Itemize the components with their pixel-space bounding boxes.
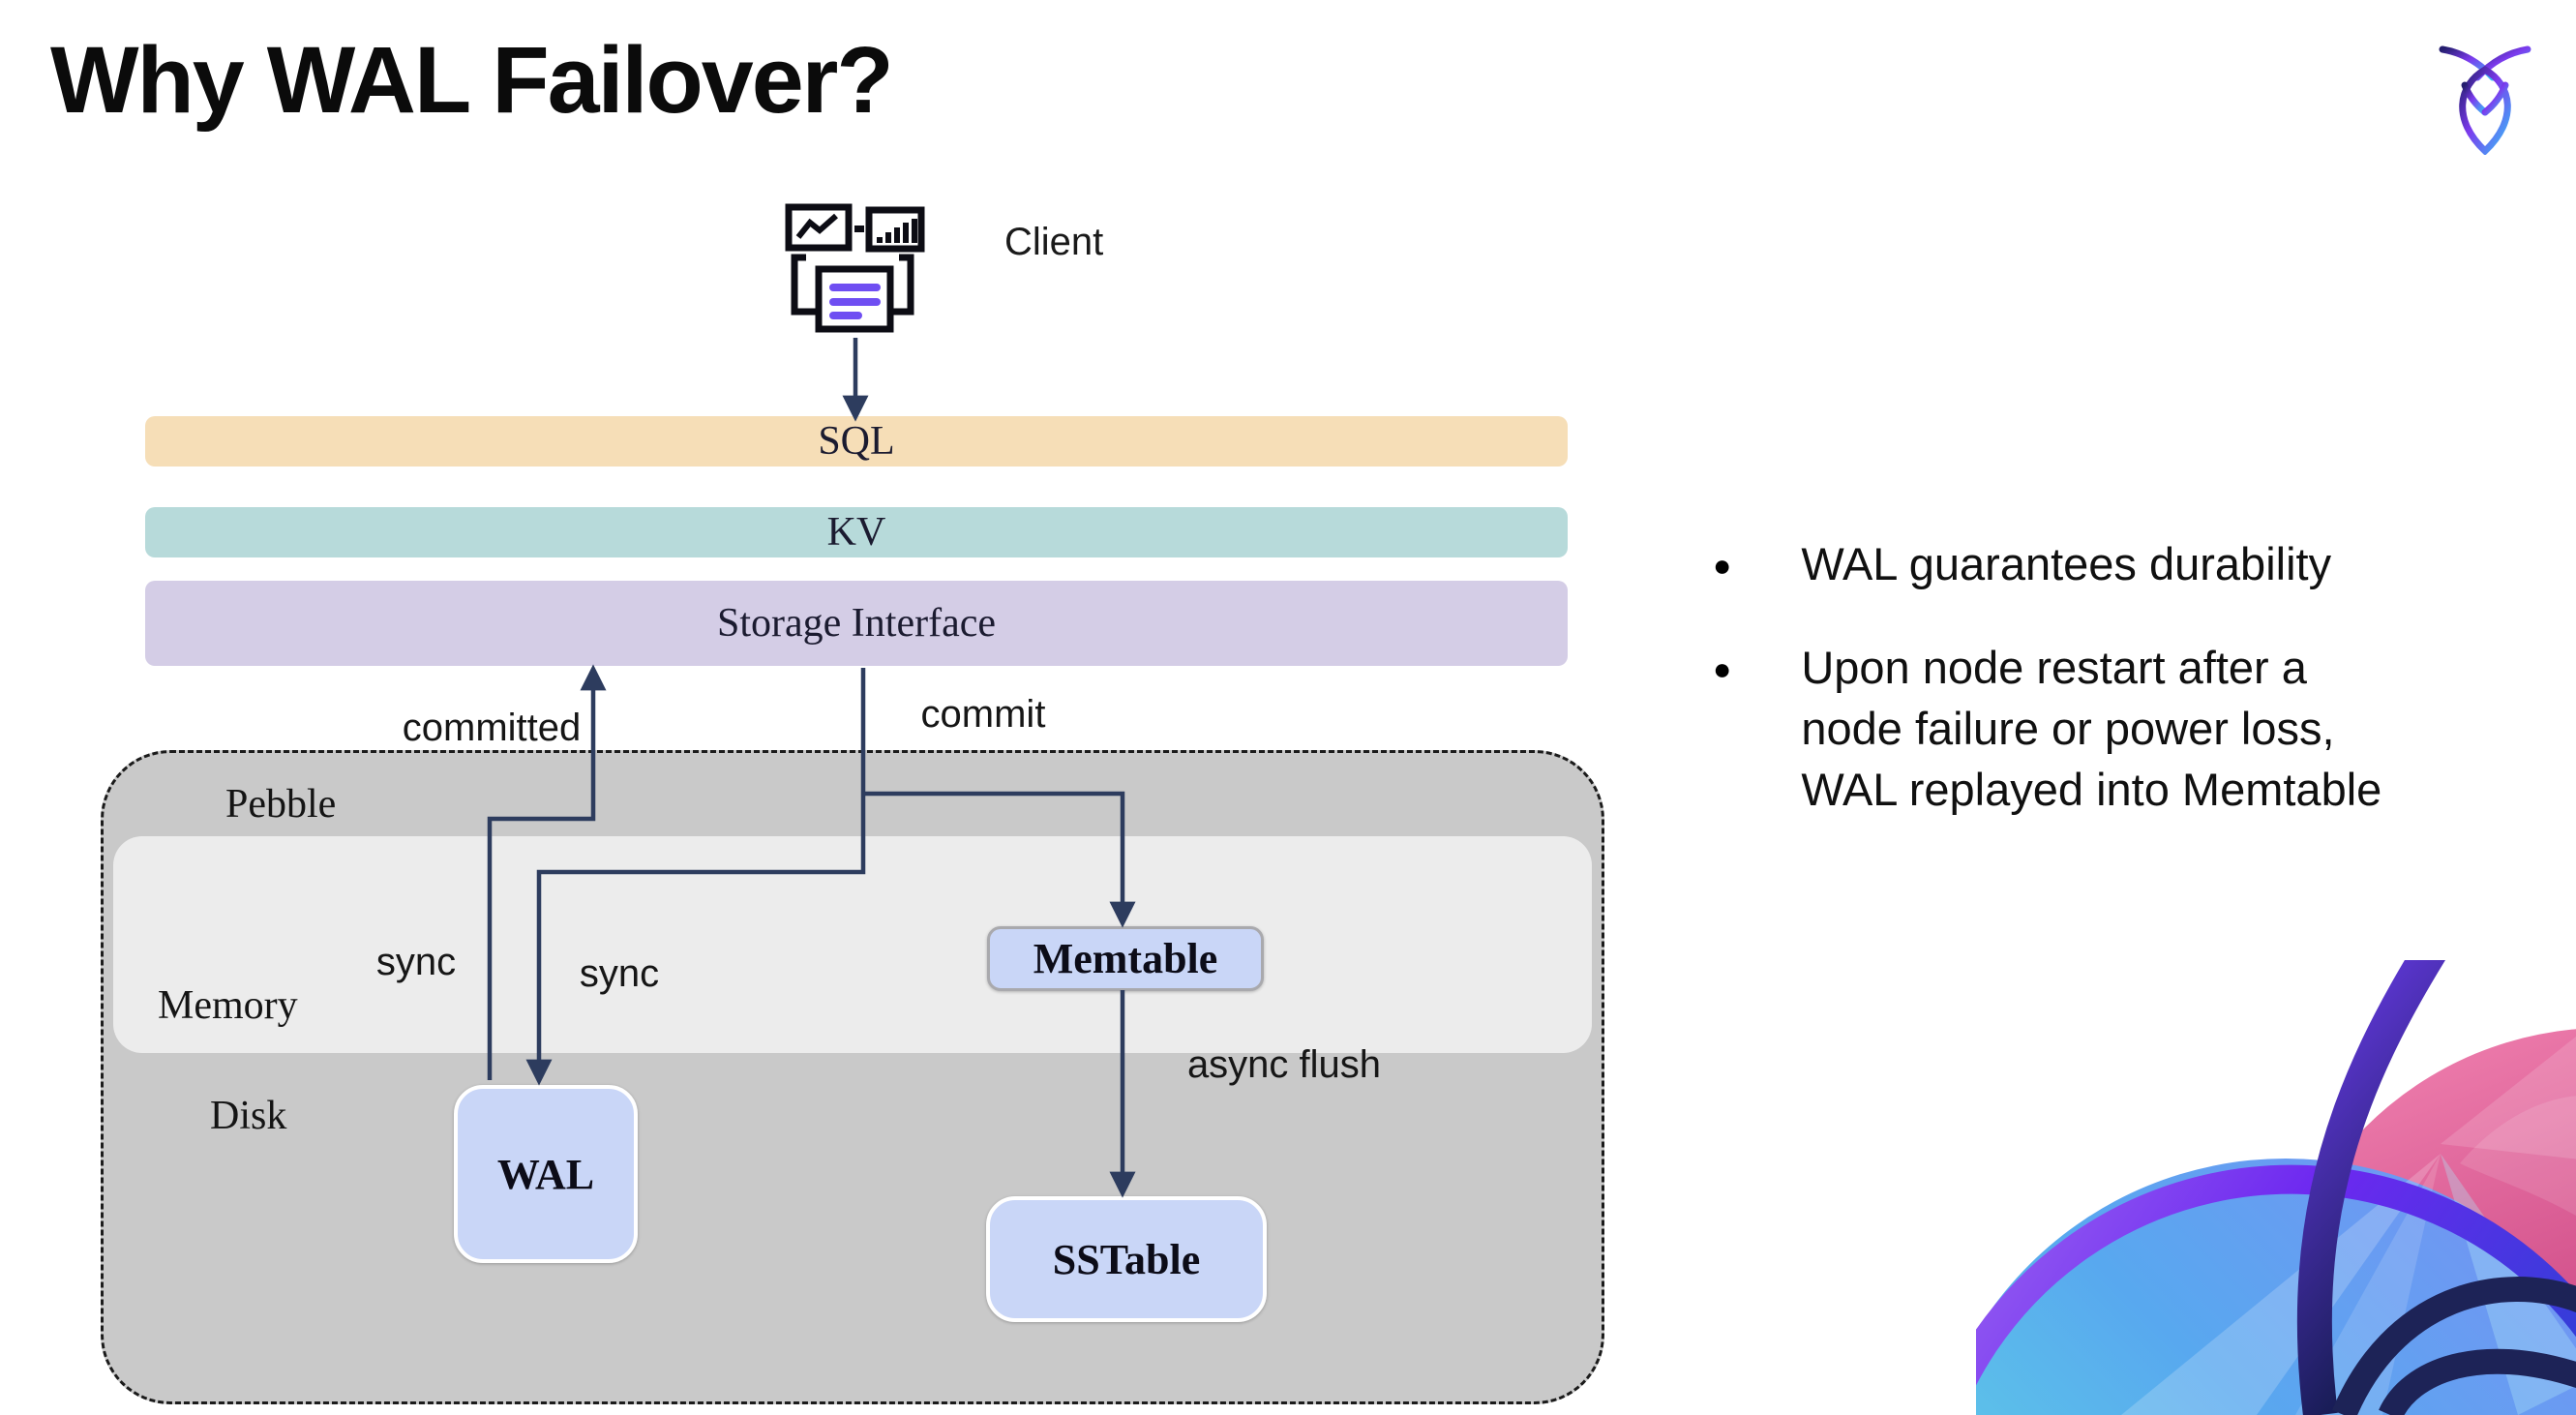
sync-up-edge-label: sync xyxy=(375,941,457,983)
bullet-dot-icon: ● xyxy=(1713,650,1732,686)
committed-edge-label: committed xyxy=(402,707,582,749)
sql-layer-bar: SQL xyxy=(145,416,1568,467)
sync-down-edge-label: sync xyxy=(579,952,660,995)
bullet-text: Upon node restart after a node failure o… xyxy=(1801,641,2382,815)
storage-interface-label: Storage Interface xyxy=(717,601,996,646)
bullet-list: ● WAL guarantees durability ● Upon node … xyxy=(1713,534,2564,863)
client-icon xyxy=(780,197,925,337)
client-label: Client xyxy=(1004,221,1104,263)
commit-edge-label: commit xyxy=(920,693,1046,736)
memory-region xyxy=(113,836,1592,1053)
pebble-label: Pebble xyxy=(225,782,337,827)
sstable-node: SSTable xyxy=(986,1196,1267,1322)
dash-connector xyxy=(854,226,864,232)
memtable-node: Memtable xyxy=(987,926,1264,991)
sql-layer-label: SQL xyxy=(818,419,895,464)
cockroachdb-logo-icon xyxy=(2435,35,2535,155)
page-title: Why WAL Failover? xyxy=(50,27,894,133)
bullet-dot-icon: ● xyxy=(1713,548,1732,583)
async-flush-edge-label: async flush xyxy=(1186,1043,1382,1086)
bullet-text: WAL guarantees durability xyxy=(1801,538,2332,589)
kv-layer-bar: KV xyxy=(145,507,1568,557)
disk-label: Disk xyxy=(210,1094,287,1138)
wal-node-label: WAL xyxy=(496,1150,595,1198)
kv-layer-label: KV xyxy=(826,510,886,555)
wal-node: WAL xyxy=(454,1085,638,1263)
memory-label: Memory xyxy=(158,983,298,1028)
list-item: ● Upon node restart after a node failure… xyxy=(1713,638,2564,821)
list-item: ● WAL guarantees durability xyxy=(1713,534,2564,595)
sstable-node-label: SSTable xyxy=(1052,1235,1201,1283)
brand-art xyxy=(1976,960,2576,1415)
storage-interface-bar: Storage Interface xyxy=(145,581,1568,666)
memtable-node-label: Memtable xyxy=(1033,935,1218,982)
